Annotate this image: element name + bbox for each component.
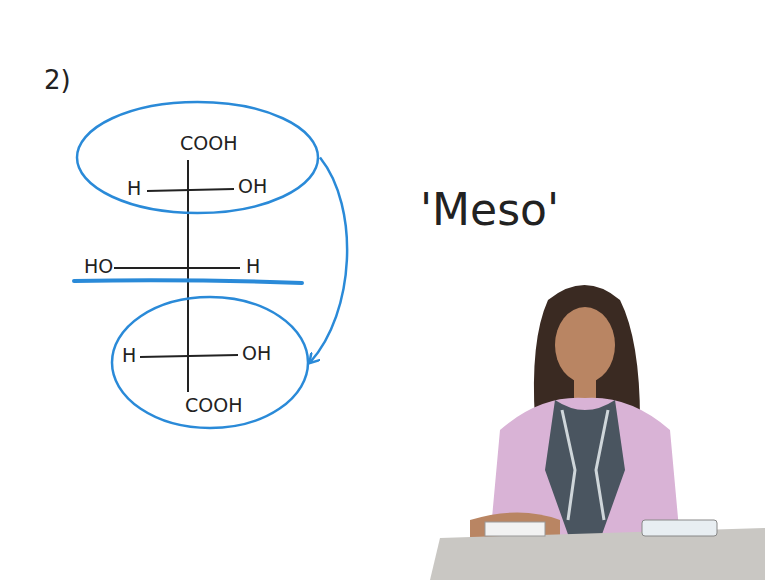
bond-line <box>114 267 240 269</box>
bond-line <box>147 189 234 191</box>
notebook <box>485 522 545 536</box>
carbon-chain <box>187 160 189 392</box>
atom-label: H <box>246 256 260 278</box>
curved-arrow <box>310 158 347 363</box>
atom-label: HO <box>84 256 113 278</box>
tablet <box>642 520 717 536</box>
strike-line <box>74 280 302 283</box>
ellipse-outline <box>75 100 320 215</box>
bond-line <box>140 355 238 357</box>
atom-label: COOH <box>185 395 242 417</box>
note-text: 'Meso' <box>420 185 559 236</box>
atom-label: OH <box>238 176 267 198</box>
circled-group: H OH COOH <box>110 295 310 430</box>
atom-label: H <box>122 345 136 367</box>
atom-label: COOH <box>180 133 237 155</box>
atom-label: OH <box>242 343 271 365</box>
item-number: 2) <box>44 66 71 96</box>
atom-label: H <box>127 178 141 200</box>
presenter-figure <box>470 285 680 540</box>
circled-group: COOH H OH <box>75 100 320 215</box>
